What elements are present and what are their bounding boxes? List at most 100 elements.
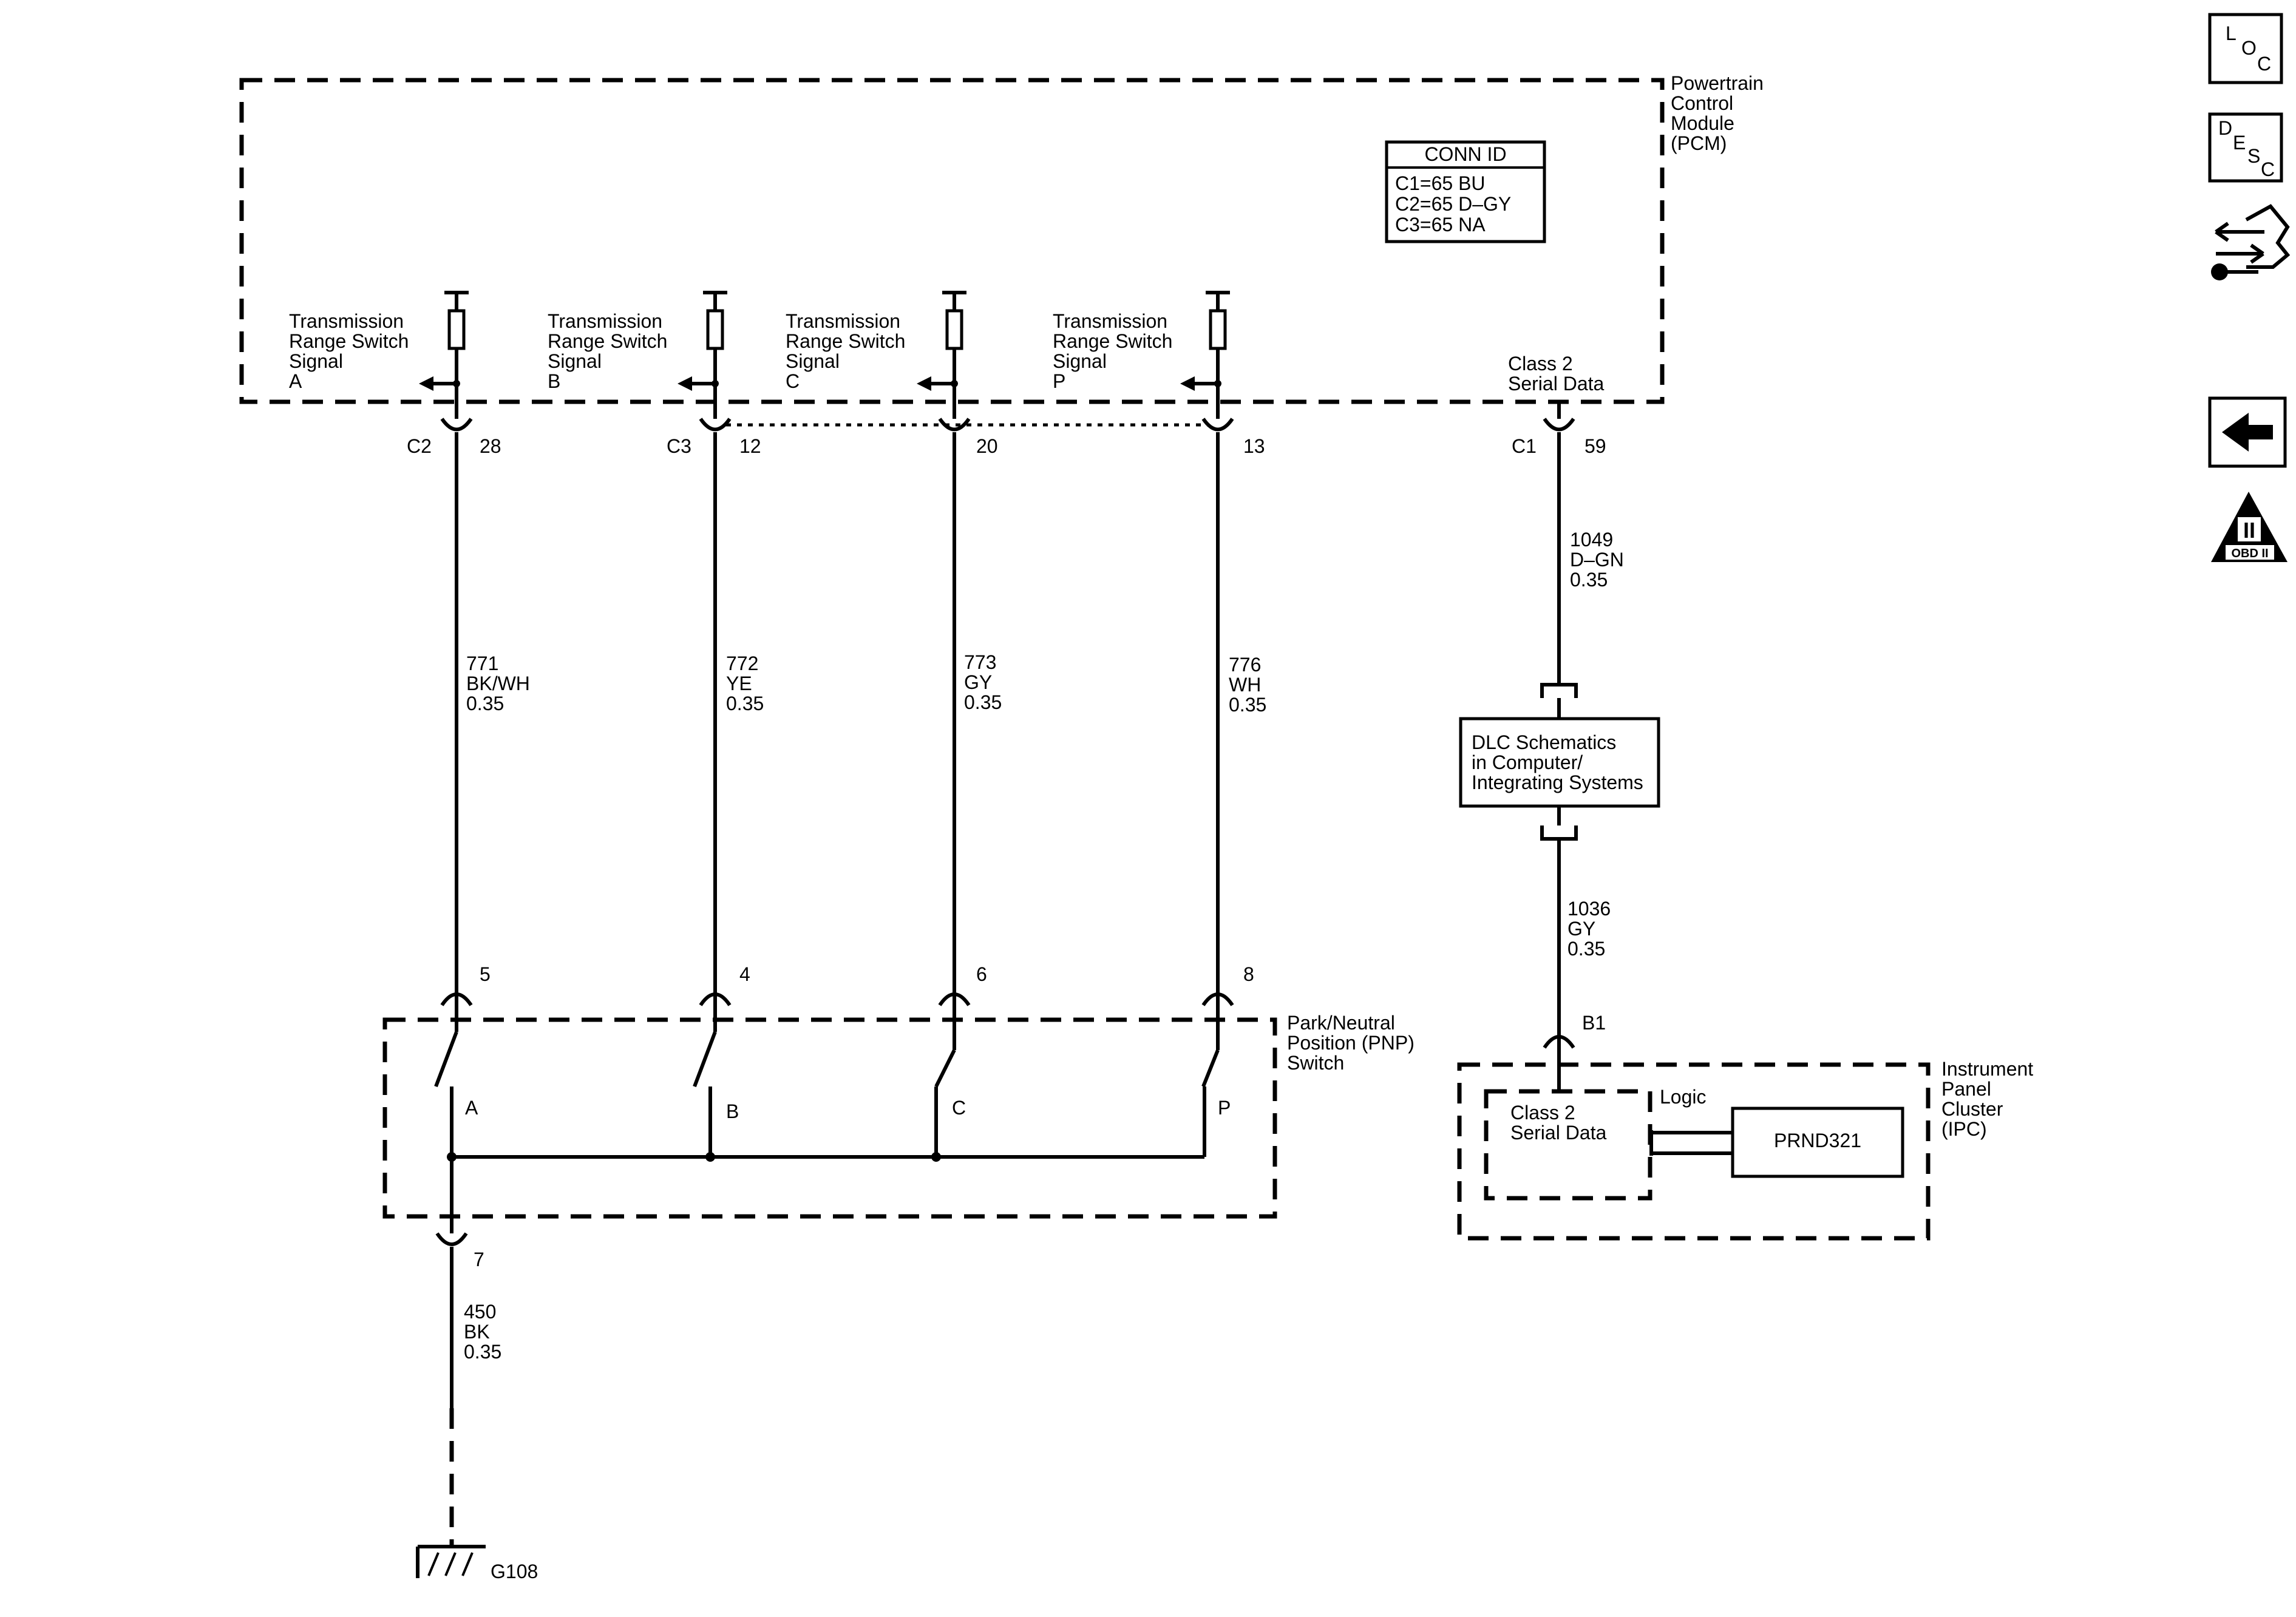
svg-text:C: C (2261, 158, 2275, 180)
conn-id-box: CONN ID C1=65 BU C2=65 D–GY C3=65 NA (1385, 140, 1546, 243)
svg-text:Signal: Signal (289, 350, 343, 372)
loc-button[interactable]: L O C (2208, 13, 2283, 84)
svg-text:WH: WH (1229, 674, 1261, 696)
svg-text:0.35: 0.35 (726, 693, 764, 714)
svg-text:P: P (1218, 1097, 1231, 1119)
svg-text:O: O (2241, 37, 2257, 59)
svg-text:C: C (786, 370, 800, 392)
ground-circuit: 7 450 BK 0.35 G108 (416, 1157, 538, 1582)
class2-lower-circuit: 1036 GY 0.35 B1 (1540, 806, 1611, 1093)
svg-text:28: 28 (480, 435, 501, 457)
back-button[interactable] (2208, 396, 2287, 468)
svg-text:Range Switch: Range Switch (548, 330, 667, 352)
svg-text:Transmission: Transmission (548, 310, 662, 332)
svg-text:Cluster: Cluster (1941, 1098, 2003, 1120)
svg-text:D: D (2218, 117, 2232, 139)
svg-text:C: C (952, 1097, 966, 1119)
dlc-box: DLC Schematics in Computer/ Integrating … (1459, 717, 1660, 808)
svg-text:B: B (548, 370, 560, 392)
svg-text:Serial Data: Serial Data (1508, 373, 1605, 395)
svg-text:12: 12 (739, 435, 761, 457)
svg-text:6: 6 (976, 963, 987, 985)
svg-text:20: 20 (976, 435, 998, 457)
desc-button[interactable]: D E S C (2208, 112, 2283, 183)
svg-text:Transmission: Transmission (289, 310, 404, 332)
svg-text:B1: B1 (1582, 1012, 1606, 1034)
svg-text:5: 5 (480, 963, 491, 985)
ipc-class2-label: Serial Data (1510, 1122, 1607, 1144)
pnp-common-bus (447, 1086, 1206, 1162)
svg-text:(IPC): (IPC) (1941, 1118, 1987, 1140)
svg-text:0.35: 0.35 (466, 693, 504, 714)
svg-text:Class 2: Class 2 (1508, 353, 1573, 375)
svg-text:776: 776 (1229, 654, 1261, 676)
svg-text:BK: BK (464, 1321, 490, 1343)
svg-text:GY: GY (964, 671, 992, 693)
svg-text:Transmission: Transmission (1053, 310, 1167, 332)
svg-text:DLC Schematics: DLC Schematics (1472, 731, 1616, 753)
ipc-name: Instrument Panel Cluster (IPC) (1941, 1058, 2033, 1140)
svg-text:Control: Control (1671, 92, 1733, 114)
svg-text:Park/Neutral: Park/Neutral (1287, 1012, 1395, 1034)
svg-text:P: P (1053, 370, 1065, 392)
svg-text:450: 450 (464, 1301, 496, 1323)
svg-text:Range Switch: Range Switch (786, 330, 905, 352)
svg-text:Signal: Signal (786, 350, 840, 372)
svg-text:4: 4 (739, 963, 750, 985)
class2-circuit: Class 2 Serial Data C1 59 1049 D–GN 0.35 (1508, 353, 1624, 719)
prnd-display-box: PRND321 (1731, 1107, 1904, 1178)
arrow-left-icon (2222, 413, 2273, 452)
svg-text:Integrating Systems: Integrating Systems (1472, 771, 1643, 793)
svg-text:GY: GY (1567, 918, 1595, 940)
svg-text:Powertrain: Powertrain (1671, 72, 1764, 94)
pnp-name: Park/Neutral Position (PNP) Switch (1287, 1012, 1415, 1074)
signal-b-circuit: Transmission Range Switch Signal B C3 12… (548, 291, 764, 1122)
signal-p-circuit: Transmission Range Switch Signal P 13 77… (1053, 291, 1266, 1119)
svg-text:0.35: 0.35 (464, 1341, 501, 1363)
svg-text:59: 59 (1584, 435, 1606, 457)
svg-text:OBD II: OBD II (2231, 547, 2268, 560)
svg-text:D–GN: D–GN (1570, 549, 1624, 571)
signal-a-circuit: Transmission Range Switch Signal A C2 28… (289, 291, 530, 1119)
svg-text:E: E (2233, 132, 2246, 154)
svg-text:L: L (2226, 22, 2237, 44)
svg-text:Transmission: Transmission (786, 310, 900, 332)
ipc-internal-link (1649, 1130, 1733, 1156)
svg-text:C1: C1 (1512, 435, 1537, 457)
pnp-boundary (382, 1017, 1277, 1219)
obd-ii-icon[interactable]: II OBD II (2211, 492, 2288, 562)
svg-text:C: C (2257, 53, 2271, 75)
svg-text:0.35: 0.35 (1570, 569, 1608, 591)
svg-text:(PCM): (PCM) (1671, 132, 1727, 154)
ipc-boundary (1457, 1062, 1931, 1241)
svg-text:0.35: 0.35 (1229, 694, 1266, 716)
svg-text:Range Switch: Range Switch (1053, 330, 1172, 352)
svg-text:A: A (465, 1097, 478, 1119)
conn-id-line: C2=65 D–GY (1395, 193, 1511, 215)
svg-text:Instrument: Instrument (1941, 1058, 2033, 1080)
svg-text:Signal: Signal (548, 350, 602, 372)
pcm-name: Powertrain Control Module (PCM) (1671, 72, 1764, 154)
svg-text:Signal: Signal (1053, 350, 1107, 372)
svg-text:13: 13 (1243, 435, 1265, 457)
svg-text:YE: YE (726, 673, 752, 694)
svg-text:in Computer/: in Computer/ (1472, 751, 1583, 773)
conn-id-title: CONN ID (1424, 143, 1506, 165)
ground-label: G108 (491, 1561, 538, 1582)
svg-text:C2: C2 (407, 435, 432, 457)
conn-id-line: C1=65 BU (1395, 172, 1486, 194)
svg-text:0.35: 0.35 (964, 691, 1002, 713)
pcm-boundary (239, 78, 1665, 404)
connector-tool-icon[interactable] (2211, 204, 2291, 280)
svg-text:S: S (2247, 145, 2260, 167)
prnd-display-label: PRND321 (1774, 1130, 1861, 1151)
svg-text:772: 772 (726, 653, 758, 674)
svg-text:8: 8 (1243, 963, 1254, 985)
svg-text:Switch: Switch (1287, 1052, 1344, 1074)
svg-text:BK/WH: BK/WH (466, 673, 530, 694)
signal-c-circuit: Transmission Range Switch Signal C 20 77… (786, 291, 1002, 1119)
svg-text:0.35: 0.35 (1567, 938, 1605, 960)
svg-text:771: 771 (466, 653, 498, 674)
svg-text:Position (PNP): Position (PNP) (1287, 1032, 1415, 1054)
svg-text:A: A (289, 370, 302, 392)
